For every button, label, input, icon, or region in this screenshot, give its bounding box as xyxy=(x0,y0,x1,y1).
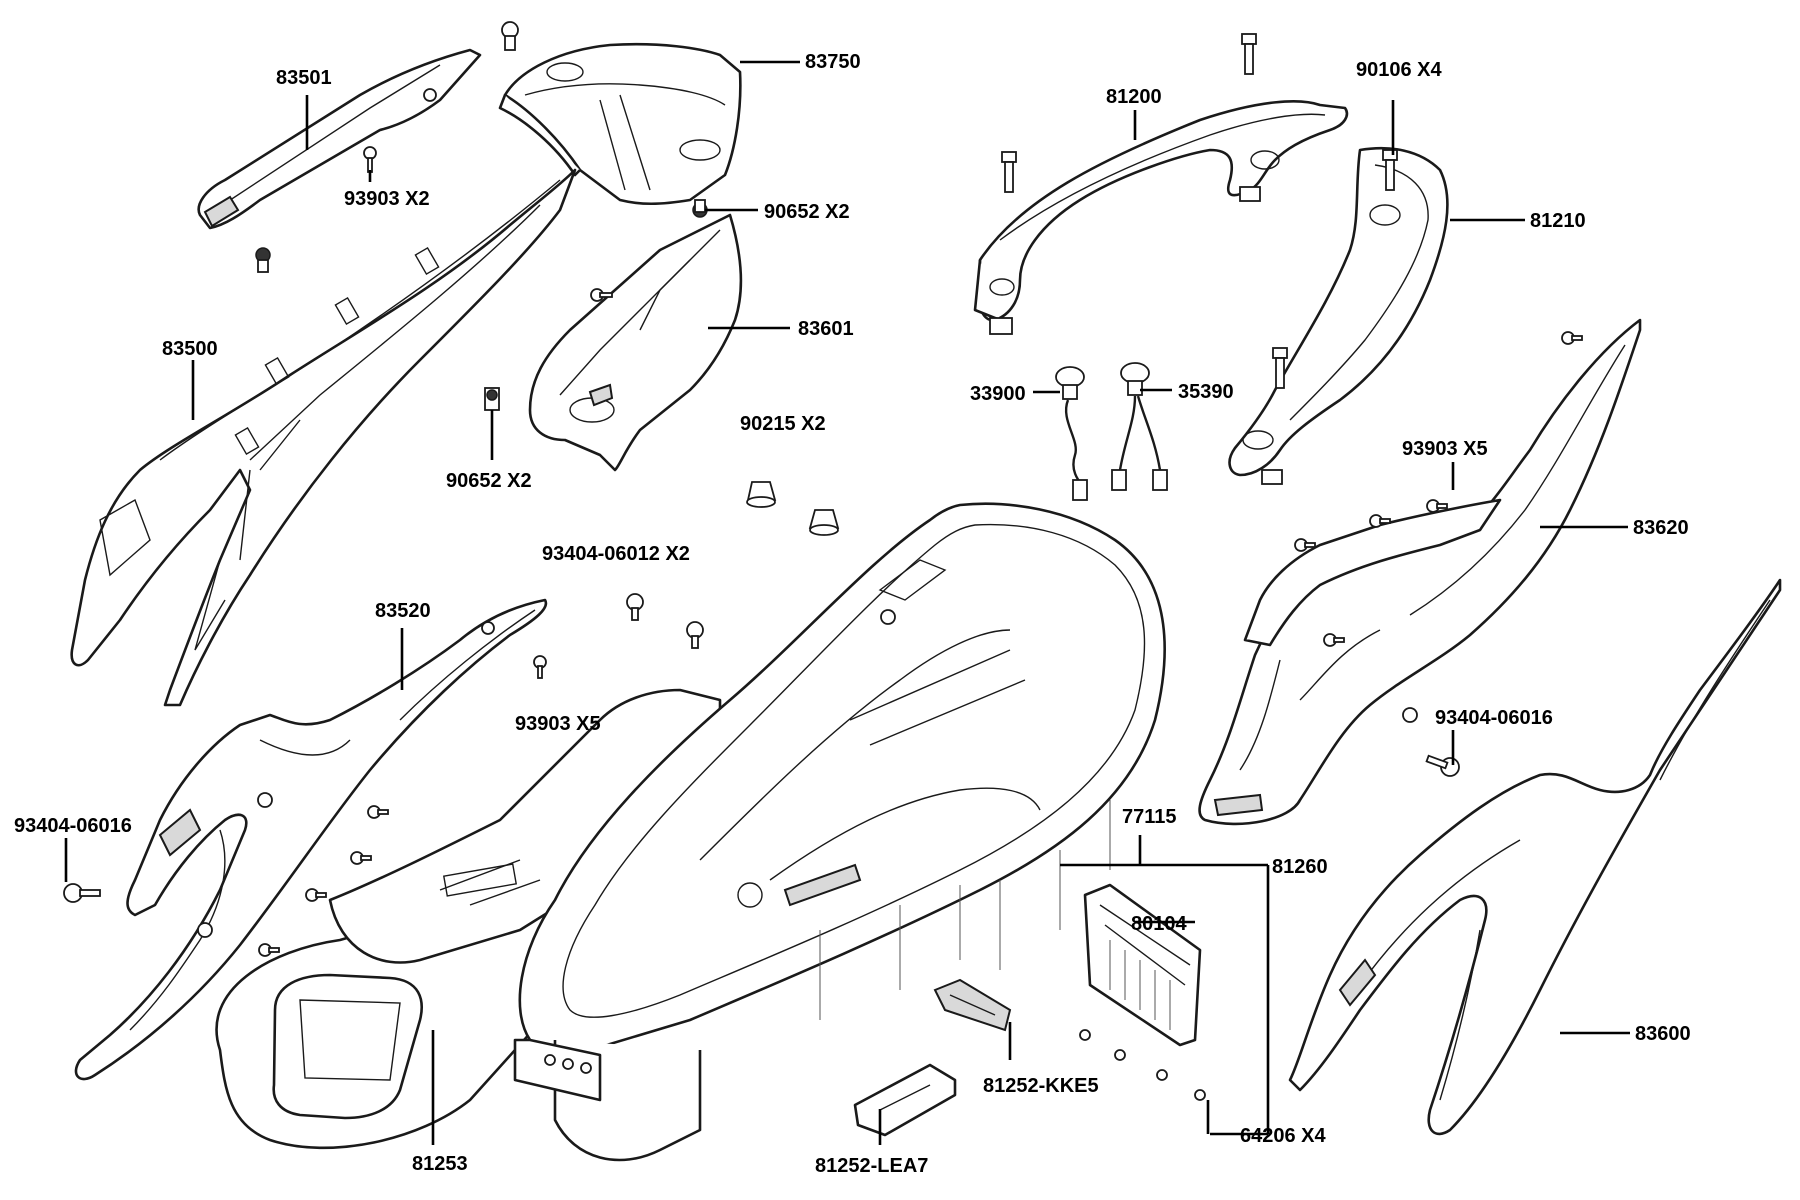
screw-icon-93903-g xyxy=(1561,331,1583,345)
screw-icon-93903-a xyxy=(363,146,377,173)
label-90652-x2-lower: 90652 X2 xyxy=(446,470,532,492)
screw-icon-93903-k xyxy=(1323,633,1345,647)
clip-icon-top xyxy=(501,21,519,51)
part-80104-battery-cover xyxy=(1079,883,1206,1101)
label-90652-x2-upper: 90652 X2 xyxy=(764,201,850,223)
screw-icon-93903-f xyxy=(258,943,280,957)
nut-icon-90215-a xyxy=(746,481,777,508)
part-81252-kke5-plate xyxy=(933,978,1012,1032)
part-labels: 83501 83750 93903 X2 90652 X2 83500 8360… xyxy=(14,51,1691,1177)
part-83600-right-lower-cover xyxy=(1288,578,1782,1136)
screw-icon-93903-b xyxy=(533,655,547,679)
clip-icon-90652-a xyxy=(255,247,271,273)
label-90106-x4: 90106 X4 xyxy=(1356,59,1443,81)
label-81210: 81210 xyxy=(1530,210,1586,232)
part-83501-side-rail xyxy=(197,48,482,230)
screw-icon-93903-j xyxy=(1294,538,1316,552)
fasteners xyxy=(63,21,1583,957)
label-81252-lea7: 81252-LEA7 xyxy=(815,1155,928,1177)
part-77115-luggage-box xyxy=(513,502,1166,1162)
part-83601-inner-panel xyxy=(528,213,743,472)
label-83520: 83520 xyxy=(375,600,431,622)
bolt-icon-90106-b xyxy=(1001,151,1017,193)
label-64206-x4: 64206 X4 xyxy=(1240,1125,1327,1147)
clip-icon-90652-b xyxy=(692,199,708,218)
label-81253: 81253 xyxy=(412,1153,468,1175)
part-83500-left-side-cover xyxy=(70,168,577,707)
label-83601: 83601 xyxy=(798,318,854,340)
bolt-icon-93404-06012-a xyxy=(626,593,644,621)
bolt-icon-90106-a xyxy=(1241,33,1257,75)
screw-icon-93903-h xyxy=(1426,499,1448,513)
part-83520-lower-side-cover xyxy=(74,598,548,1081)
screw-icon-93903-c xyxy=(367,805,389,819)
leader-lines xyxy=(64,60,1630,1145)
label-80104: 80104 xyxy=(1131,913,1187,935)
label-81260: 81260 xyxy=(1272,856,1328,878)
label-93903-x2: 93903 X2 xyxy=(344,188,430,210)
label-93404-06016-left: 93404-06016 xyxy=(14,815,132,837)
label-83500: 83500 xyxy=(162,338,218,360)
label-93903-x5-left: 93903 X5 xyxy=(515,713,601,735)
part-33900-lamp xyxy=(1055,366,1088,501)
label-93404-06016-right: 93404-06016 xyxy=(1435,707,1553,729)
label-83620: 83620 xyxy=(1633,517,1689,539)
bolt-icon-90106-c xyxy=(1382,149,1398,191)
label-83600: 83600 xyxy=(1635,1023,1691,1045)
label-33900: 33900 xyxy=(970,383,1026,405)
part-floor-rear-section xyxy=(328,688,722,964)
part-83750-rear-cover xyxy=(498,42,742,206)
bolt-icon-93404-06016-a xyxy=(63,883,101,903)
screw-icon-93903-e xyxy=(305,888,327,902)
screw-icon-small-a xyxy=(590,288,613,302)
nut-icon-90215-b xyxy=(808,509,840,536)
part-81210-handle xyxy=(1228,146,1449,485)
part-81200-grab-bar xyxy=(973,100,1349,335)
bolt-icon-90106-d xyxy=(1272,347,1288,389)
label-90215-x2: 90215 X2 xyxy=(740,413,826,435)
bolt-icon-93404-06016-b xyxy=(1425,754,1460,777)
screw-icon-93903-i xyxy=(1369,514,1391,528)
label-35390: 35390 xyxy=(1178,381,1234,403)
label-81252-kke5: 81252-KKE5 xyxy=(983,1075,1099,1097)
part-81252-lea7-plate xyxy=(853,1063,957,1137)
label-83501: 83501 xyxy=(276,67,332,89)
label-93903-x5-right: 93903 X5 xyxy=(1402,438,1488,460)
label-93404-06012-x2: 93404-06012 X2 xyxy=(542,543,690,565)
part-83620-right-side-cover xyxy=(1198,318,1642,826)
screw-icon-93903-d xyxy=(350,851,372,865)
label-83750: 83750 xyxy=(805,51,861,73)
bolt-icon-93404-06012-b xyxy=(686,621,704,649)
part-35390-lamp-harness xyxy=(1111,362,1168,491)
label-81200: 81200 xyxy=(1106,86,1162,108)
label-77115: 77115 xyxy=(1122,806,1177,828)
clip-icon-90652-c xyxy=(484,387,500,411)
